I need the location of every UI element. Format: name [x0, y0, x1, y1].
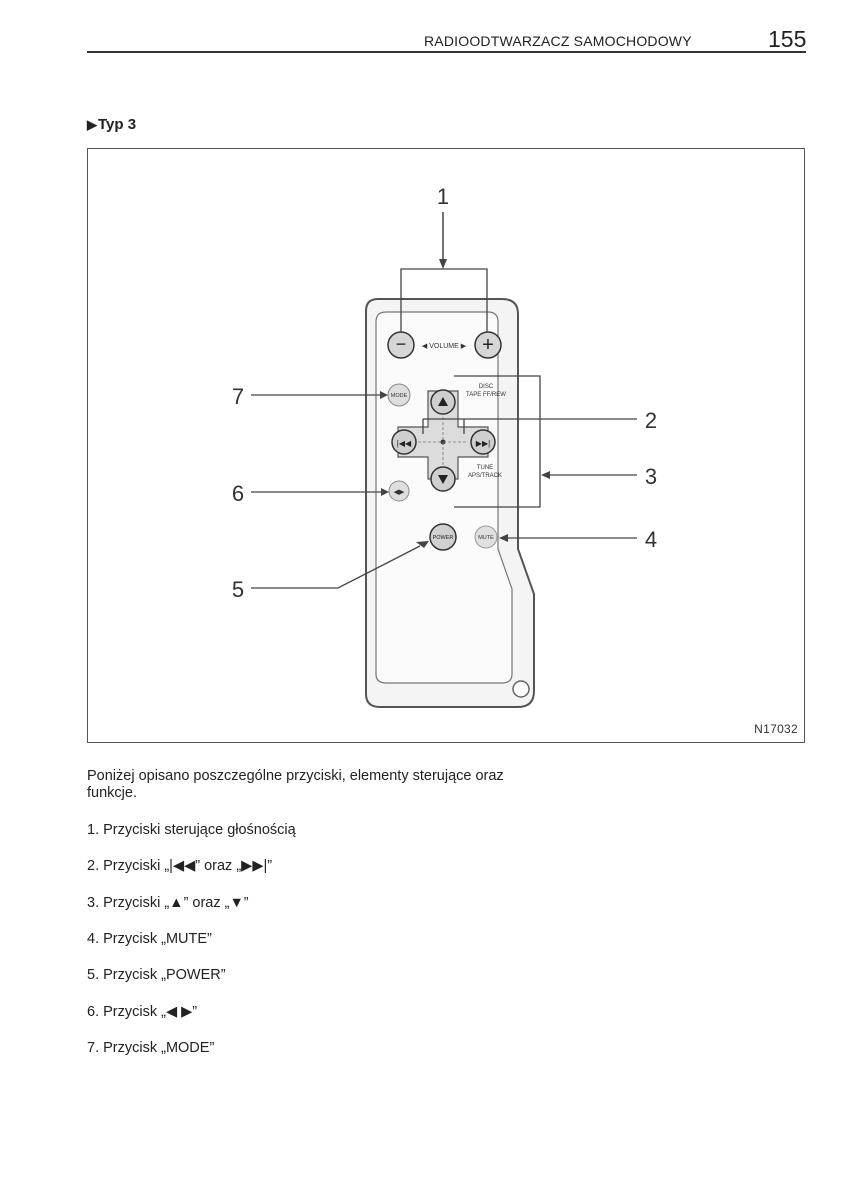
tape-label: TAPE FF/REW	[466, 392, 506, 398]
section-marker-icon: ▶	[87, 117, 97, 132]
list-item: 6. Przycisk „◀ ▶”	[87, 1004, 198, 1020]
aps-label: APS/TRACK	[468, 473, 502, 479]
volume-plus-button	[474, 331, 502, 359]
svg-text:|◀◀: |◀◀	[397, 439, 412, 448]
section-title-text: Typ 3	[98, 116, 137, 133]
next-button	[470, 429, 496, 455]
header-rule	[87, 51, 806, 53]
svg-text:MODE: MODE	[391, 393, 408, 399]
list-item: 3. Przyciski „▲” oraz „▼”	[87, 895, 249, 911]
list-item: 1. Przyciski sterujące głośnością	[87, 822, 296, 838]
list-item: 7. Przycisk „MODE”	[87, 1040, 215, 1056]
figure-code: N17032	[754, 722, 798, 736]
section-title: ▶Typ 3	[87, 116, 136, 133]
page-number: 155	[768, 26, 807, 52]
remote-inner-panel	[375, 311, 513, 684]
lr-button	[388, 480, 410, 502]
volume-plus-glyph: +	[482, 334, 494, 356]
callout-3-bracket	[454, 375, 541, 508]
callout-1: 1	[437, 184, 449, 209]
list-item: 5. Przycisk „POWER”	[87, 967, 226, 983]
svg-text:▶▶|: ▶▶|	[476, 439, 490, 448]
callout-5: 5	[232, 577, 244, 602]
callout-7: 7	[232, 384, 244, 409]
svg-text:POWER: POWER	[433, 535, 454, 541]
list-item: 2. Przyciski „|◀◀” oraz „▶▶|”	[87, 858, 273, 874]
callout-2: 2	[645, 408, 657, 433]
remote-figure: − + ◀ VOLUME ▶ 1 |◀◀ ▶▶| DISC TAPE FF/RE…	[87, 148, 805, 743]
volume-minus-glyph: −	[396, 334, 407, 354]
volume-label: ◀ VOLUME ▶	[422, 343, 467, 350]
intro-paragraph: Poniżej opisano poszczególne przyciski, …	[87, 768, 504, 801]
callout-1-bracket	[400, 268, 488, 332]
list-item: 4. Przycisk „MUTE”	[87, 931, 212, 947]
svg-text:MUTE: MUTE	[478, 535, 494, 541]
mute-button	[474, 525, 498, 549]
power-button	[429, 523, 457, 551]
callout-4: 4	[645, 527, 657, 552]
disc-label: DISC	[479, 384, 494, 390]
header-title: RADIOODTWARZACZ SAMOCHODOWY	[424, 33, 692, 49]
remote-illustration: − + ◀ VOLUME ▶ 1 |◀◀ ▶▶| DISC TAPE FF/RE…	[232, 184, 657, 708]
remote-lanyard-hole	[512, 680, 530, 698]
callout-3: 3	[645, 464, 657, 489]
svg-text:◀▶: ◀▶	[394, 489, 405, 496]
prev-button	[391, 429, 417, 455]
tune-label: TUNE	[477, 465, 493, 471]
callout-6: 6	[232, 481, 244, 506]
